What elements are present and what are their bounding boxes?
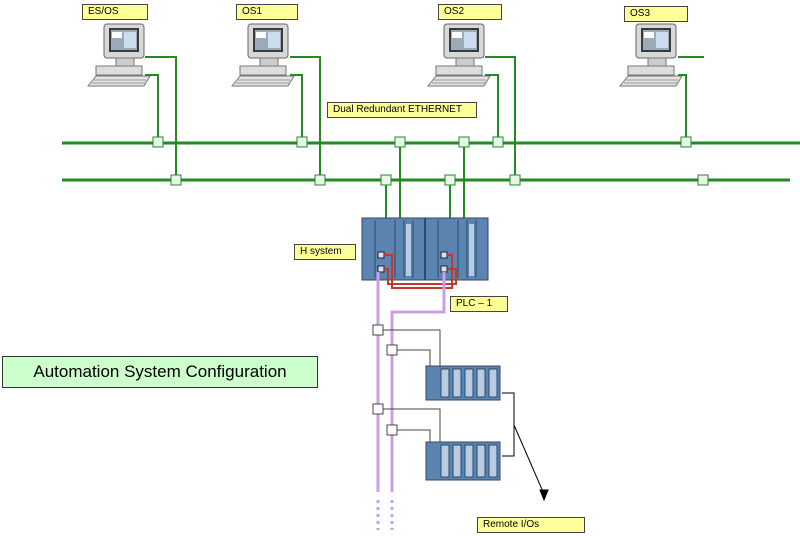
station-label-os2: OS2 (438, 4, 502, 20)
remote-io-rack-2 (425, 441, 501, 481)
station-label-os3: OS3 (624, 6, 688, 22)
h-system-drops (385, 143, 465, 218)
station-label-os1: OS1 (236, 4, 298, 20)
profibus-lines (376, 272, 446, 530)
network-label: Dual Redundant ETHERNET (327, 102, 477, 118)
sync-cables (384, 254, 457, 289)
workstation-es-os (87, 23, 177, 177)
h-system-rack (361, 217, 489, 281)
diagram-title: Automation System Configuration (2, 356, 318, 388)
remote-io-rack-1 (425, 365, 501, 401)
workstation-os3 (619, 23, 704, 140)
workstation-os2 (427, 23, 516, 177)
station-label-es-os: ES/OS (82, 4, 148, 20)
remote-io-bracket (502, 392, 549, 502)
ethernet-bus (62, 141, 800, 182)
bus-taps (152, 136, 709, 186)
workstation-os1 (231, 23, 321, 177)
remote-io-links (383, 329, 441, 443)
plc-label: PLC – 1 (450, 296, 508, 312)
h-system-label: H system (294, 244, 356, 260)
remote-io-label: Remote I/Os (477, 517, 585, 533)
